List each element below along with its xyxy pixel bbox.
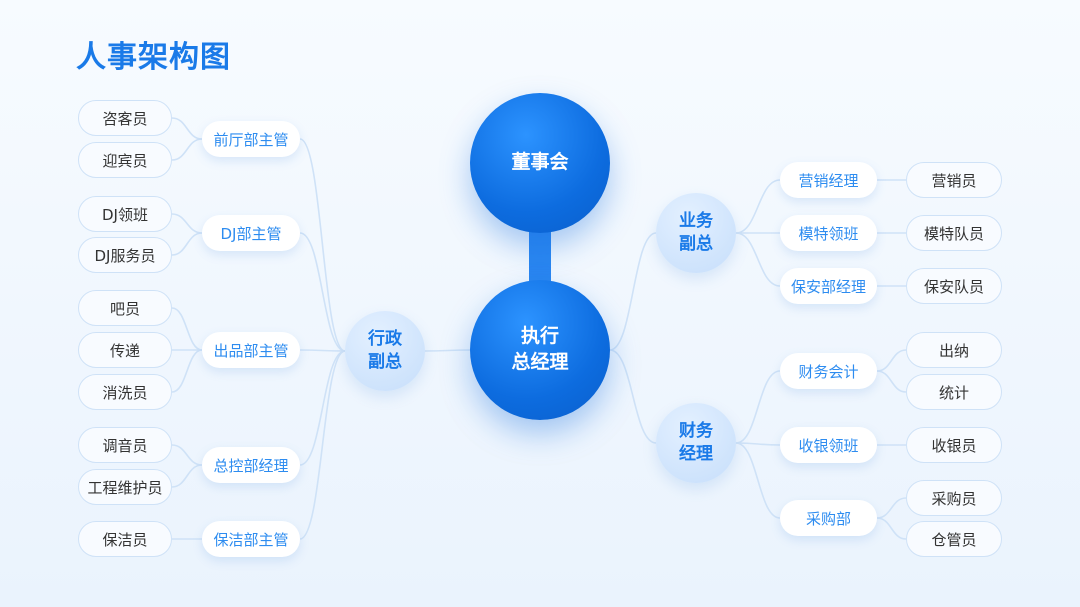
node-model-lead: 模特领班 [780, 215, 877, 251]
connector-line [171, 464, 203, 488]
node-security-manager: 保安部经理 [780, 268, 877, 304]
node-sound-engineer: 调音员 [78, 427, 172, 463]
node-runner: 传递 [78, 332, 172, 368]
connector-line [735, 232, 781, 287]
node-dj-supervisor: DJ部主管 [202, 215, 300, 251]
connector-line [424, 349, 471, 352]
node-finance-manager: 财务 经理 [656, 403, 736, 483]
node-reception: 咨客员 [78, 100, 172, 136]
node-greeter: 迎宾员 [78, 142, 172, 178]
node-output-supervisor: 出品部主管 [202, 332, 300, 368]
node-business-vp: 业务 副总 [656, 193, 736, 273]
connector-line [299, 349, 346, 352]
node-teller: 出纳 [906, 332, 1002, 368]
node-front-hall-supervisor: 前厅部主管 [202, 121, 300, 157]
node-marketing-manager: 营销经理 [780, 162, 877, 198]
node-accountant: 财务会计 [780, 353, 877, 389]
connector-line [609, 232, 657, 351]
node-general-manager: 执行 总经理 [470, 280, 610, 420]
connector-line [735, 179, 781, 234]
connector-line [171, 349, 203, 393]
connector-line [299, 350, 346, 540]
node-maintenance: 工程维护员 [78, 469, 172, 505]
node-cashier-lead: 收银领班 [780, 427, 877, 463]
connector-line [735, 370, 781, 444]
connector-line [876, 497, 907, 519]
node-security-guard: 保安队员 [906, 268, 1002, 304]
board-gm-connector [529, 228, 551, 288]
node-model-staff: 模特队员 [906, 215, 1002, 251]
node-dj-staff: DJ服务员 [78, 237, 172, 273]
connector-line [876, 349, 907, 372]
node-marketer: 营销员 [906, 162, 1002, 198]
node-cleaner: 保洁员 [78, 521, 172, 557]
node-dj-lead: DJ领班 [78, 196, 172, 232]
connector-line [171, 138, 203, 161]
connector-line [171, 307, 203, 351]
node-storekeeper: 仓管员 [906, 521, 1002, 557]
node-bar-staff: 吧员 [78, 290, 172, 326]
connector-line [876, 517, 907, 540]
connector-line [171, 213, 203, 234]
connector-line [735, 442, 781, 519]
node-cleaning-supervisor: 保洁部主管 [202, 521, 300, 557]
node-statistics: 统计 [906, 374, 1002, 410]
node-admin-vp: 行政 副总 [345, 311, 425, 391]
node-board: 董事会 [470, 93, 610, 233]
connector-line [299, 138, 346, 352]
node-control-manager: 总控部经理 [202, 447, 300, 483]
connector-line [171, 117, 203, 140]
connector-line [171, 444, 203, 466]
connector-line [171, 232, 203, 256]
node-purchasing-dept: 采购部 [780, 500, 877, 536]
page-title: 人事架构图 [76, 40, 231, 75]
connector-line [299, 232, 346, 352]
node-buyer: 采购员 [906, 480, 1002, 516]
connector-line [876, 370, 907, 393]
connector-line [735, 442, 781, 446]
connector-line [609, 349, 657, 444]
node-washer: 消洗员 [78, 374, 172, 410]
connector-line [299, 350, 346, 466]
node-cashier: 收银员 [906, 427, 1002, 463]
